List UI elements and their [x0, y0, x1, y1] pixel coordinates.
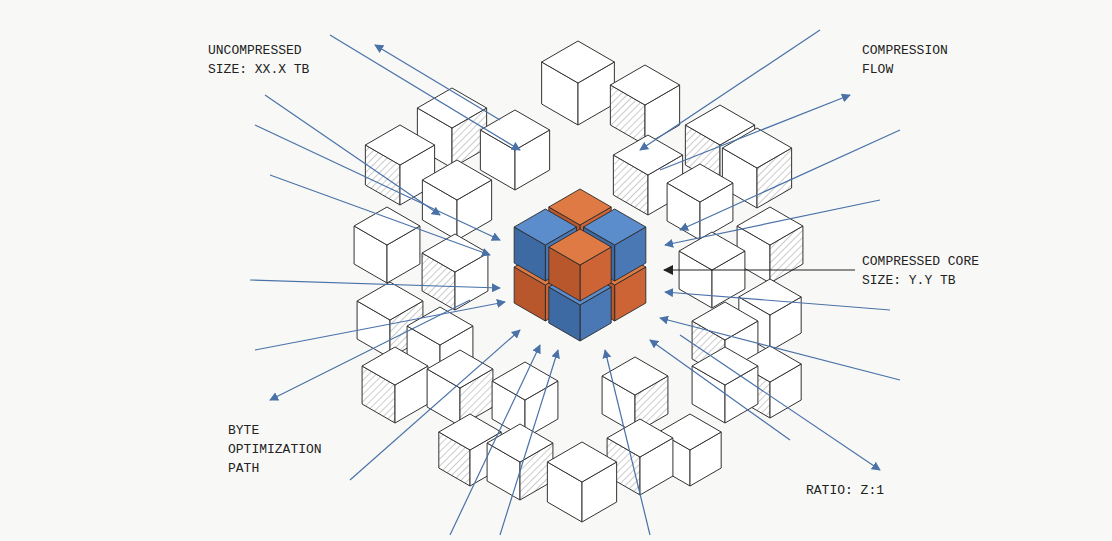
cube-face: [739, 279, 801, 315]
cube-face: [547, 442, 616, 482]
cube-face: [610, 65, 679, 105]
compressed-core: [514, 189, 646, 341]
flow-arrow: [650, 340, 790, 440]
leader-line: [664, 269, 855, 270]
cube-face: [667, 164, 733, 202]
callout-label: BYTE OPTIMIZATION PATH: [228, 421, 328, 478]
outer-cubes: [354, 41, 803, 522]
data-cube: [480, 110, 549, 190]
flow-arrow: [255, 302, 505, 350]
cube-face: [487, 424, 553, 462]
flow-arrow: [270, 300, 470, 400]
data-cube: [547, 442, 616, 522]
flow-arrow: [330, 35, 520, 150]
cube-face: [365, 125, 434, 165]
flow-arrow: [265, 95, 440, 215]
data-cube: [692, 347, 758, 423]
cube-face: [362, 347, 428, 385]
flow-arrow: [605, 350, 650, 535]
data-cube: [427, 350, 493, 426]
flow-arrows: [250, 30, 900, 535]
cube-face: [422, 234, 488, 272]
flow-arrow: [375, 45, 500, 120]
core-block: [549, 229, 611, 301]
cube-face: [602, 357, 668, 395]
flow-arrow: [500, 350, 558, 535]
flow-arrow: [450, 345, 540, 535]
flow-arrow: [660, 95, 850, 170]
flow-arrow: [250, 280, 500, 288]
data-cube: [422, 160, 491, 240]
flow-arrow: [640, 30, 820, 150]
callout-label: COMPRESSED CORE SIZE: Y.Y TB: [862, 252, 987, 290]
data-cube: [542, 41, 615, 125]
data-cube: [667, 164, 733, 240]
core-face: [549, 229, 611, 265]
flow-arrow: [660, 318, 900, 380]
cube-face: [607, 419, 673, 457]
cube-face: [737, 207, 803, 245]
cube-face: [422, 160, 491, 200]
cube-face: [480, 110, 549, 150]
data-cube: [362, 347, 428, 423]
flow-arrow: [680, 335, 880, 470]
flow-arrow: [680, 130, 900, 230]
data-cube: [610, 65, 679, 145]
callout-label: UNCOMPRESSED SIZE: XX.X TB: [208, 41, 316, 79]
cube-face: [542, 41, 615, 83]
flow-arrow: [665, 292, 890, 310]
flow-arrow: [270, 175, 490, 255]
callout-label: RATIO: Z:1: [806, 481, 926, 500]
flow-arrow: [665, 200, 880, 245]
flow-arrow: [350, 330, 520, 480]
data-cube: [354, 207, 420, 283]
cube-face: [722, 128, 791, 168]
cube-face: [357, 282, 423, 320]
cube-face: [679, 232, 745, 270]
cube-face: [613, 135, 682, 175]
callout-label: COMPRESSION FLOW: [862, 41, 962, 79]
data-cube: [422, 234, 488, 310]
